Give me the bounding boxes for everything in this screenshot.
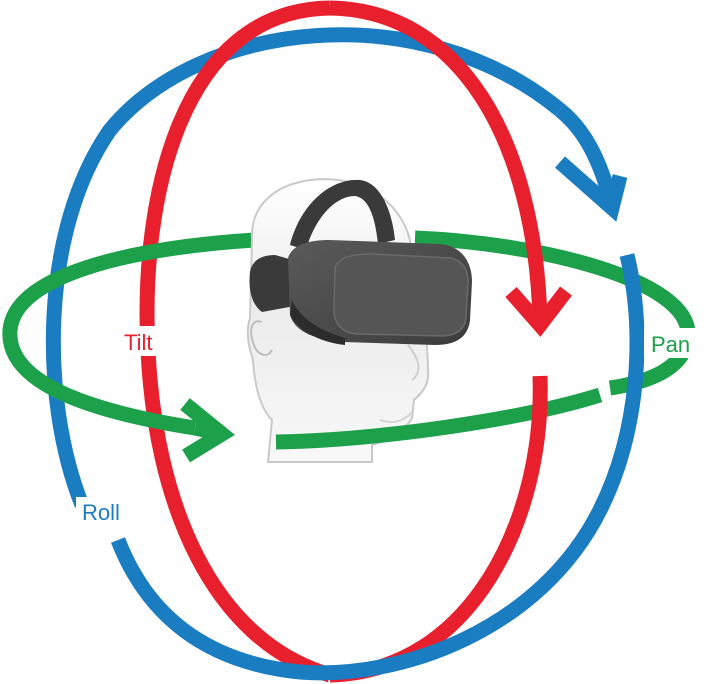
pan-ring-back-right [414,230,696,396]
pan-arrowhead [180,398,235,463]
roll-ring-front-right [111,253,645,681]
roll-arrowhead [555,156,628,222]
tilt-arrowhead [505,286,572,337]
pan-ring-front [275,387,603,450]
pan-label-bg [644,328,702,358]
vr-headset-head-icon [246,178,472,463]
roll-ring-back [45,27,565,508]
roll-label: Roll [82,500,120,525]
tilt-ring-front-top [329,0,548,321]
tilt-label: Tilt [124,330,153,355]
pan-ring-back [2,232,256,436]
tilt-label-bg [116,326,172,356]
pan-label: Pan [651,332,690,357]
roll-ring-front-top [555,104,620,207]
roll-label-bg [76,497,136,527]
